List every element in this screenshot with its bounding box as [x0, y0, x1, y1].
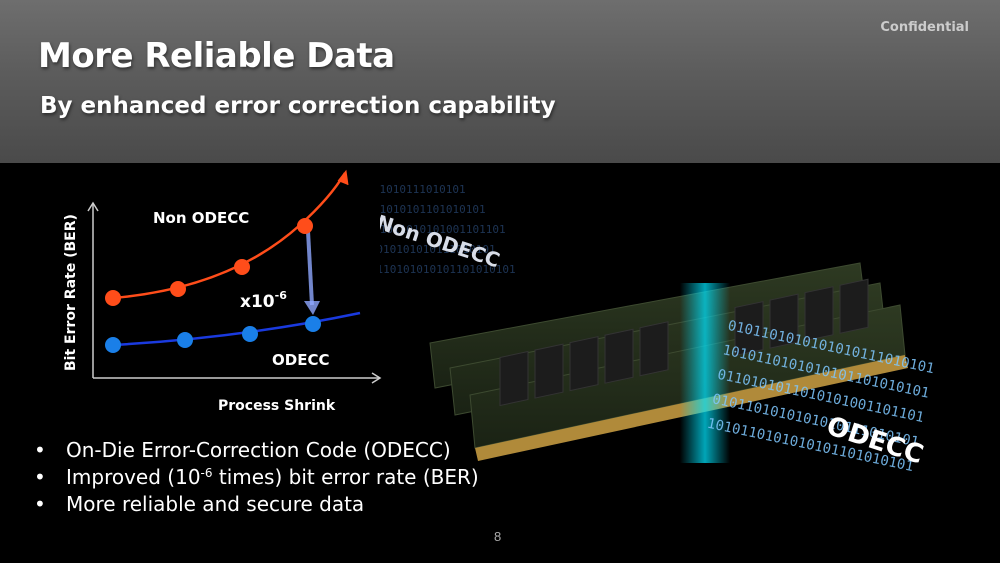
x-axis-arrow-icon — [371, 372, 382, 384]
non-odecc-arrow-icon — [337, 169, 349, 186]
binary-stream: 0110101011010101001101101 — [380, 223, 506, 236]
y-axis-arrow-icon — [87, 201, 99, 212]
down-arrow-icon — [304, 301, 320, 315]
binary-stream: 1010110101010101101010101 — [380, 203, 486, 216]
non-odecc-point — [105, 290, 121, 306]
x-axis-label: Process Shrink — [218, 398, 336, 414]
memory-module-illustration: 0101101010101010111010101 10101101010101… — [380, 183, 936, 475]
improvement-arrow — [306, 230, 314, 306]
binary-stream: 0101101010101010111010101 — [380, 243, 496, 256]
non-odecc-legend: Non ODECC — [153, 209, 249, 227]
non-odecc-points — [105, 218, 313, 306]
odecc-points — [105, 316, 321, 353]
bullet-item: •Improved (10-6 times) bit error rate (B… — [34, 465, 479, 489]
non-odecc-point — [297, 218, 313, 234]
bullet-item: •More reliable and secure data — [34, 492, 365, 516]
odecc-point — [105, 337, 121, 353]
odecc-line — [112, 311, 361, 347]
non-odecc-point — [170, 281, 186, 297]
odecc-point — [242, 326, 258, 342]
non-odecc-line — [112, 172, 347, 300]
header-bar: More Reliable Data By enhanced error cor… — [0, 0, 1000, 163]
ber-chart: Non ODECC ODECC x10-6 Process Shrink Bit… — [63, 169, 382, 414]
non-odecc-point — [234, 259, 250, 275]
improvement-annotation: x10-6 — [240, 289, 287, 312]
binary-stream: 0101101010101010111010101 — [380, 183, 466, 196]
odecc-point — [177, 332, 193, 348]
binary-stream: 1010110101010101101010101 — [380, 263, 516, 276]
y-axis-label: Bit Error Rate (BER) — [63, 214, 79, 371]
confidential-label: Confidential — [880, 20, 969, 35]
page-number: 8 — [494, 529, 502, 544]
page-subtitle: By enhanced error correction capability — [40, 93, 556, 119]
ecc-glow — [680, 283, 730, 463]
feature-bullet-list: •On-Die Error-Correction Code (ODECC) •I… — [34, 437, 479, 518]
odecc-legend: ODECC — [272, 351, 329, 369]
page-title: More Reliable Data — [38, 36, 395, 76]
bullet-item: •On-Die Error-Correction Code (ODECC) — [34, 438, 451, 462]
odecc-point — [305, 316, 321, 332]
